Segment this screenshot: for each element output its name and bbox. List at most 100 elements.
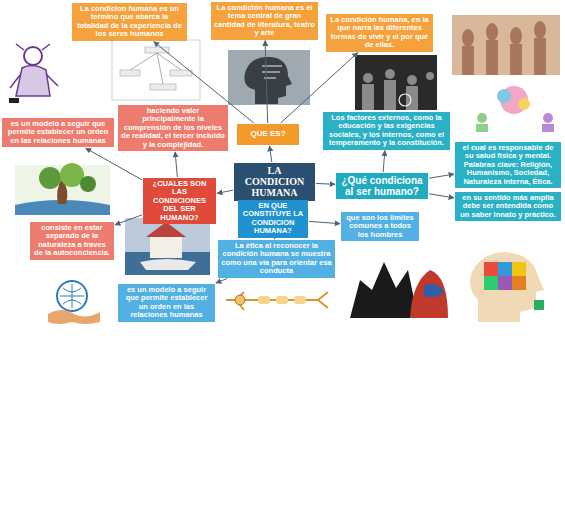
constitution-box: es un modelo a seguir que permite establ… <box>118 284 215 322</box>
node-text: EN QUE CONSTITUYE LA CONDICION HUMANA? <box>241 202 305 236</box>
brain-blue <box>424 284 444 297</box>
doodle-person <box>543 113 553 123</box>
condition-box: consiste en estar separado de la natural… <box>30 222 114 260</box>
person <box>363 73 373 83</box>
question-box: ¿Qué condiciona al ser humano? <box>336 173 428 199</box>
crowd-people <box>362 69 434 110</box>
constitution-box: que son los limites comunes a todos los … <box>341 212 419 241</box>
node-text: La condición humana, en la que narra las… <box>329 16 430 50</box>
person <box>385 69 395 79</box>
puzzle-piece <box>512 262 526 276</box>
puzzle-piece <box>512 276 526 290</box>
condition-box: haciendo valer principalmente la compren… <box>118 105 228 151</box>
node-text: es un modelo a seguir que permite establ… <box>5 120 111 145</box>
un-emblem <box>57 281 87 311</box>
head-lines <box>262 66 282 78</box>
connector-arrow <box>216 279 227 283</box>
tree-crown <box>80 176 96 192</box>
connector-arrow <box>429 174 454 178</box>
question-box: QUE ES? <box>237 124 299 145</box>
statues <box>462 21 546 75</box>
node-text: consiste en estar separado de la natural… <box>33 224 111 258</box>
head-photo <box>228 50 310 105</box>
myelin <box>294 296 306 304</box>
node-text: el cual es responsable de su salud físic… <box>458 144 558 186</box>
connector-arrow <box>316 183 335 185</box>
statue <box>534 38 546 75</box>
person <box>362 84 374 110</box>
brain-red <box>410 270 448 318</box>
house-wall <box>150 236 182 258</box>
factor-box: en su sentido más amplia debe ser entend… <box>455 192 561 221</box>
sketch-lines <box>10 44 58 88</box>
person <box>407 75 417 85</box>
connector-arrow <box>265 41 268 123</box>
connector-arrow <box>309 221 340 223</box>
neuron-ground <box>220 280 335 325</box>
definition-box: La condición humana es el tema central d… <box>211 2 318 40</box>
myelin <box>258 296 270 304</box>
puzzle-piece <box>484 262 498 276</box>
statue <box>462 46 474 75</box>
sketch-logo <box>9 98 19 103</box>
fists-ground <box>348 250 450 318</box>
crowd-photo <box>355 55 437 110</box>
brain-blob <box>518 98 530 110</box>
connector-arrow <box>115 215 142 225</box>
sheet <box>112 40 200 100</box>
puzzle-piece <box>484 276 498 290</box>
statue <box>534 21 546 39</box>
person <box>384 80 396 110</box>
house-sky <box>125 218 210 275</box>
statues-photo <box>452 15 560 75</box>
question-box: EN QUE CONSTITUYE LA CONDICION HUMANA? <box>238 200 308 238</box>
puzzle-head <box>470 252 544 322</box>
factor-box: el cual es responsable de su salud físic… <box>455 142 561 188</box>
connector-arrow <box>429 194 454 198</box>
neuron-soma <box>235 295 245 305</box>
definition-box: La condicion humana es un termino que ab… <box>72 3 187 41</box>
statue <box>510 44 522 75</box>
connector-arrow <box>270 146 272 162</box>
connector-arrow <box>217 190 233 193</box>
person <box>426 72 434 80</box>
sheet-box <box>120 70 140 76</box>
node-text: es un modelo a seguir que permite establ… <box>121 286 212 320</box>
definition-box: La condición humana, en la que narra las… <box>326 14 433 52</box>
node-text: LA CONDICION HUMANA <box>237 165 312 199</box>
brain-ground <box>465 80 563 135</box>
un-grid <box>60 284 84 308</box>
brain-blob <box>497 89 511 103</box>
node-text: ¿Qué condiciona al ser humano? <box>339 175 425 197</box>
head-silhouette <box>244 57 292 104</box>
house-roof <box>146 222 186 237</box>
node-text: en su sentido más amplia debe ser entend… <box>458 194 558 219</box>
node-text: haciendo valer principalmente la compren… <box>121 107 225 149</box>
sketch-body <box>16 65 50 96</box>
sheet-box <box>145 47 169 53</box>
sketch-head <box>24 47 42 65</box>
statue <box>486 40 498 75</box>
clock <box>399 94 411 106</box>
doodle-person <box>477 113 487 123</box>
node-text: La condicion humana es un termino que ab… <box>75 5 184 39</box>
connector-arrow <box>175 152 177 177</box>
connector-arrow <box>86 148 142 180</box>
node-text: La ética al reconocer la condición human… <box>221 242 332 276</box>
fists-silhouette <box>350 262 418 318</box>
question-box: ¿CUALES SON LAS CONDICIONES DEL SER HUMA… <box>143 178 216 224</box>
tree-crown <box>39 167 61 189</box>
central-topic: LA CONDICION HUMANA <box>234 163 315 201</box>
constitution-box: La ética al reconocer la condición human… <box>218 240 335 278</box>
factor-box: Los factores externos, como la educación… <box>323 112 450 150</box>
handshake <box>48 310 100 324</box>
node-text: ¿CUALES SON LAS CONDICIONES DEL SER HUMA… <box>146 180 213 222</box>
puzzle-piece <box>498 276 512 290</box>
doodle-person <box>542 124 554 132</box>
person <box>406 86 418 110</box>
house-ice <box>140 259 196 270</box>
connector-arrow <box>383 151 385 172</box>
doodle-person <box>476 124 488 132</box>
neuron-axon <box>226 292 328 310</box>
